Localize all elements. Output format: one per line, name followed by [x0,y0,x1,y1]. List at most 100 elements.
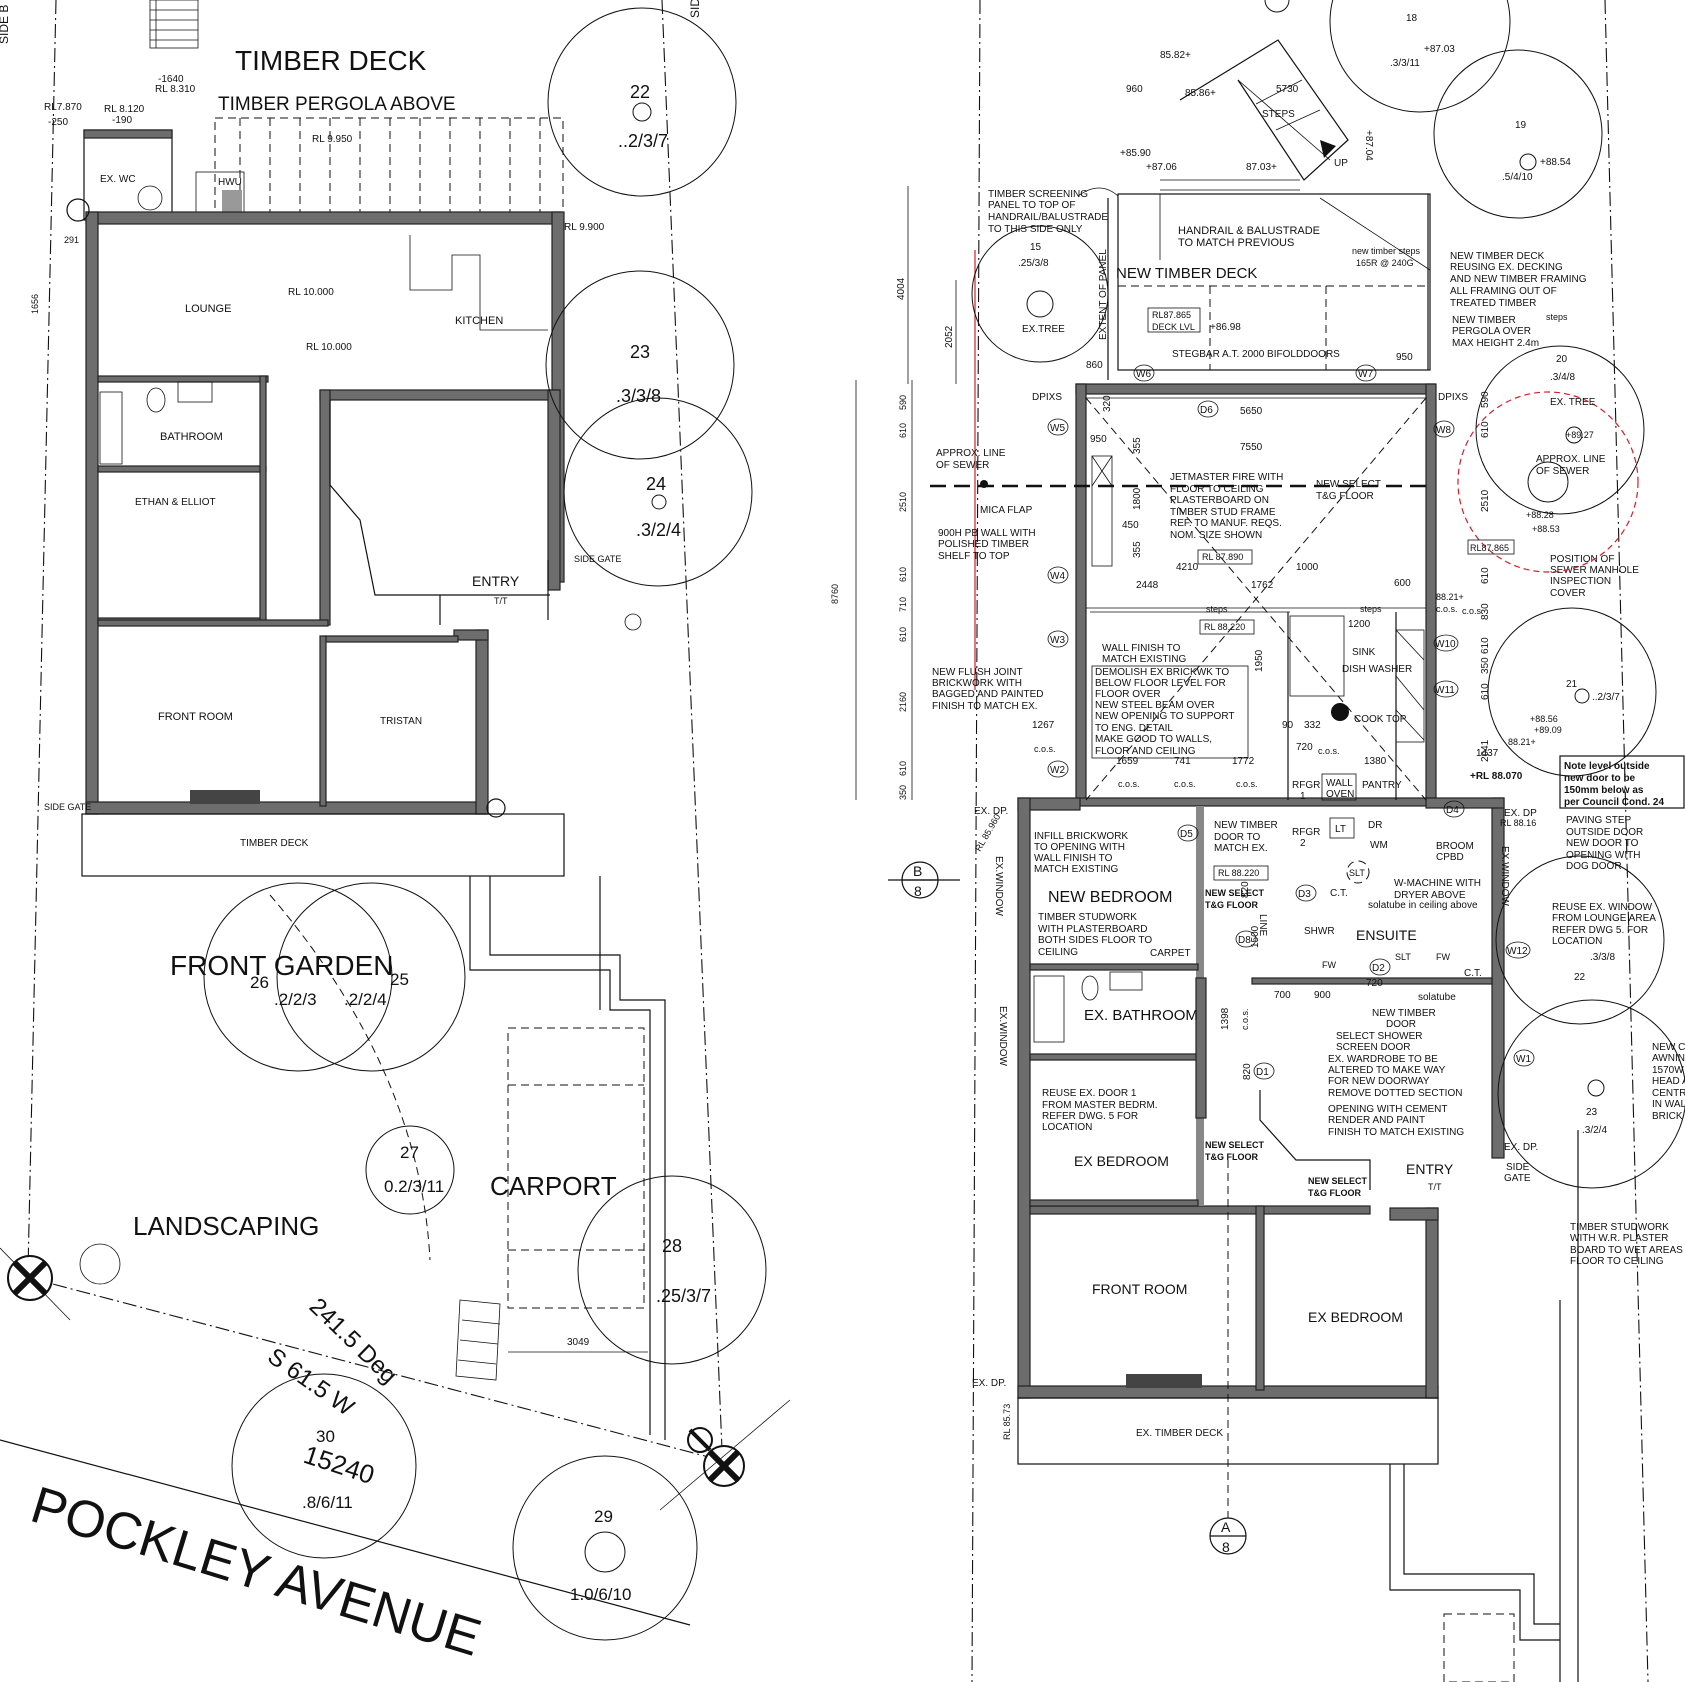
tree-23: 23 .3/3/8 [545,270,735,460]
svg-text:MATCH EXISTING: MATCH EXISTING [1102,654,1186,665]
survey-peg-right [659,1399,791,1511]
svg-text:90: 90 [1282,720,1294,731]
note-pergola: NEW TIMBER PERGOLA OVER MAX HEIGHT 2.4m [1452,315,1539,349]
svg-text:1570W: 1570W [1652,1065,1684,1076]
svg-text:1500: 1500 [1250,925,1261,948]
slt-label-2: SLT [1395,952,1411,962]
svg-text:DOOR TO: DOOR TO [1214,832,1261,843]
level-190: -190 [112,115,132,126]
svg-text:FINISH TO MATCH EXISTING: FINISH TO MATCH EXISTING [1328,1127,1464,1138]
tree-20-label: EX. TREE [1550,397,1596,408]
existing-site-plan: SIDE B SIDE TIMBER DECK TIMBER PERGOLA A… [0,0,791,1668]
note-studwork: TIMBER STUDWORK WITH PLASTERBOARD BOTH S… [1038,912,1152,958]
svg-text:TO OPENING WITH: TO OPENING WITH [1034,842,1125,853]
svg-text:EX. DP.: EX. DP. [1504,1142,1538,1153]
top-dim-960: 960 [1126,84,1143,95]
kitchen-bench [409,235,548,331]
tree-23-prop-code: .3/2/4 [1582,1125,1607,1136]
tree-29-code: 1.0/6/10 [570,1585,631,1604]
existing-stair [149,0,199,49]
solatube-ceiling: solatube in ceiling above [1368,900,1478,911]
broom-cupboard: BROOM CPBD [1436,841,1474,863]
svg-text:700: 700 [1274,990,1291,1001]
room-entry-prop: ENTRY [1406,1161,1454,1177]
top-level-8582: 85.82+ [1160,50,1191,61]
note-new-timber-door: NEW TIMBER DOOR TO MATCH EX. [1214,820,1278,854]
existing-house-walls [85,211,565,815]
svg-text:830: 830 [1480,603,1491,620]
svg-text:FOR NEW DOORWAY: FOR NEW DOORWAY [1328,1076,1430,1087]
top-level-8586: 85.86+ [1185,88,1216,99]
svg-text:TO MATCH PREVIOUS: TO MATCH PREVIOUS [1178,237,1294,249]
svg-text:W-MACHINE WITH: W-MACHINE WITH [1394,878,1481,889]
svg-text:W12: W12 [1507,946,1528,957]
svg-text:RL87.865: RL87.865 [1470,543,1509,553]
svg-text:600: 600 [1394,578,1411,589]
svg-text:EX. WARDROBE TO BE: EX. WARDROBE TO BE [1328,1054,1438,1065]
svg-text:DPIXS: DPIXS [1438,392,1468,403]
svg-text:355: 355 [1132,541,1143,558]
svg-text:TIMBER STUD FRAME: TIMBER STUD FRAME [1170,507,1276,518]
boundary-front [29,1277,721,1461]
svg-text:COVER: COVER [1550,588,1586,599]
side-label-right: SIDE [688,0,702,18]
sewer-zone [1457,391,1639,573]
steps-small: steps [1546,312,1568,322]
side-label: SIDE B [0,5,11,44]
svg-text:1762: 1762 [1251,580,1274,591]
room-ethan-elliot: ETHAN & ELLIOT [135,497,216,508]
note-flush: NEW FLUSH JOINT BRICKWORK WITH BAGGED AN… [932,667,1044,712]
basin [177,381,213,403]
tree-15-code: .25/3/8 [1018,258,1049,269]
svg-text:2160: 2160 [898,692,908,712]
svg-text:SCREEN DOOR: SCREEN DOOR [1336,1042,1410,1053]
note-pb-wall: 900H PB WALL WITH POLISHED TIMBER SHELF … [938,528,1036,562]
shwr-label: SHWR [1304,926,1335,937]
svg-text:RL 88.220: RL 88.220 [1204,622,1245,632]
svg-text:OVEN: OVEN [1326,789,1354,800]
svg-text:MATCH EXISTING: MATCH EXISTING [1034,864,1118,875]
prop-boundary-right [1604,0,1649,1682]
svg-text:2448: 2448 [1136,580,1159,591]
note-infill: INFILL BRICKWORK TO OPENING WITH WALL FI… [1034,831,1128,875]
slt-label: SLT [1349,868,1365,878]
boundary-right [661,0,723,1451]
tree-15-num: 15 [1030,242,1042,253]
svg-text:FINISH TO MATCH EX.: FINISH TO MATCH EX. [932,701,1038,712]
svg-text:steps: steps [1360,604,1382,614]
svg-text:RFGR: RFGR [1292,827,1320,838]
svg-text:EX. DP: EX. DP [1504,808,1537,819]
svg-text:EX. DP.: EX. DP. [972,1378,1006,1389]
svg-text:OF SEWER: OF SEWER [1536,466,1589,477]
tg-floor-3: NEW SELECT T&G FLOOR [1308,1176,1368,1198]
top-level-8704: +87.04 [1363,130,1374,161]
tree-18-num: 18 [1406,13,1418,24]
svg-text:W10: W10 [1435,639,1456,650]
note-screening: TIMBER SCREENING PANEL TO TOP OF HANDRAI… [988,189,1108,235]
svg-text:EX.WINDOW: EX.WINDOW [997,1006,1008,1067]
upper-steps [1179,39,1349,181]
svg-text:2052: 2052 [944,325,955,348]
svg-text:POSITION OF: POSITION OF [1550,554,1614,565]
svg-text:FROM MASTER BEDRM.: FROM MASTER BEDRM. [1042,1100,1158,1111]
svg-text:950: 950 [1090,434,1107,445]
note-wr-studwork: TIMBER STUDWORK WITH W.R. PLASTER BOARD … [1570,1222,1683,1267]
tree-18-code: .3/3/11 [1390,58,1420,69]
svg-text:165R @ 240G: 165R @ 240G [1356,258,1414,268]
svg-text:WALL FINISH TO: WALL FINISH TO [1034,853,1113,864]
svg-text:DECK LVL: DECK LVL [1152,322,1195,332]
svg-text:RL 88.220: RL 88.220 [1218,868,1259,878]
svg-text:1950: 1950 [1254,649,1265,672]
tg-floor-1: NEW SELECT T&G FLOOR [1205,888,1265,910]
svg-text:GATE: GATE [1504,1173,1531,1184]
svg-text:NEW DOOR TO: NEW DOOR TO [1566,838,1639,849]
note-jetmaster: JETMASTER FIRE WITH FLOOR TO CEILING PLA… [1170,472,1283,541]
bath-tub [99,391,123,465]
svg-text:D3: D3 [1298,889,1311,900]
tree-27-num: 27 [400,1143,419,1162]
tree-22-code: ..2/3/7 [618,131,668,151]
svg-text:APPROX. LINE: APPROX. LINE [1536,454,1606,465]
top-level-8703b: 87.03+ [1246,162,1277,173]
lounge-rl2: RL 10.000 [306,342,352,353]
